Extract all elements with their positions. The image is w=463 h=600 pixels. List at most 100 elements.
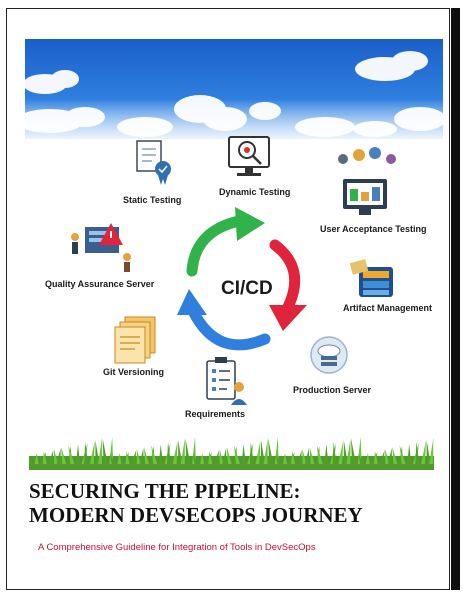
grass-blade <box>263 439 268 464</box>
grass-blade <box>42 451 47 464</box>
requirements-label: Requirements <box>185 409 246 419</box>
grass-blade <box>131 450 137 464</box>
red-cycle-arrow <box>269 239 301 315</box>
grass-blade <box>421 441 426 464</box>
book-subtitle: A Comprehensive Guideline for Integratio… <box>38 542 316 553</box>
grass-blade <box>178 440 183 464</box>
red-arrowhead <box>269 305 307 331</box>
grass-blade <box>415 442 420 464</box>
grass-blade <box>158 444 163 464</box>
title-line-1: SECURING THE PIPELINE: <box>29 479 301 503</box>
production-server-label: Production Server <box>293 385 372 395</box>
grass-blade <box>222 448 227 464</box>
grass-blade <box>358 454 365 464</box>
grass-blade <box>117 453 122 464</box>
cicd-center-label: CI/CD <box>221 278 273 299</box>
artifact-management-icon <box>349 259 393 297</box>
grass-blade <box>324 444 329 464</box>
grass-blade <box>261 440 265 464</box>
quality-assurance-server-label: Quality Assurance Server <box>45 279 155 289</box>
grass-blade <box>226 447 232 464</box>
grass-blade <box>249 442 254 464</box>
grass-blade <box>61 447 67 464</box>
grass-blade <box>185 438 191 464</box>
grass-blade <box>56 448 61 464</box>
grass-blade <box>48 450 54 464</box>
git-versioning-label: Git Versioning <box>103 367 165 377</box>
grass-blade <box>275 454 282 464</box>
grass-strip <box>29 437 434 470</box>
grass-blade <box>296 450 302 464</box>
grass-blade <box>84 442 89 464</box>
green-arrowhead <box>235 207 265 241</box>
grass-blade <box>387 448 392 464</box>
grass-blade <box>136 449 141 464</box>
user-acceptance-testing-icon <box>338 147 396 215</box>
grass-blade <box>379 450 385 464</box>
grass-blade <box>172 441 178 464</box>
grass-blade <box>357 437 362 464</box>
grass-blade <box>407 444 412 464</box>
grass-blade <box>98 439 102 464</box>
grass-blade <box>309 447 315 464</box>
static-testing-icon <box>136 140 171 185</box>
blue-cycle-arrow <box>187 305 271 351</box>
grass-blade <box>346 439 351 464</box>
page-edge-shadow <box>451 8 460 590</box>
grass-blade <box>214 450 219 464</box>
grass-blade <box>274 437 279 464</box>
user-acceptance-testing-label: User Acceptance Testing <box>320 224 427 234</box>
grass-blade <box>426 440 431 464</box>
production-server-icon <box>310 336 348 374</box>
grass-blade <box>102 438 108 464</box>
dynamic-testing-icon <box>228 136 270 176</box>
grass-blade <box>139 448 144 464</box>
grass-blade <box>167 442 171 464</box>
grass-blade <box>125 451 130 464</box>
grass-blade <box>109 437 114 464</box>
grass-blade <box>241 444 246 464</box>
grass-blade <box>343 440 348 464</box>
grass-blade <box>180 439 185 464</box>
grass-blade <box>268 438 274 464</box>
dynamic-testing-label: Dynamic Testing <box>219 187 291 197</box>
grass-blade <box>29 457 33 464</box>
grass-blade <box>302 449 307 464</box>
grass-blade <box>399 445 406 464</box>
requirements-icon <box>206 357 247 405</box>
grass-blade <box>283 453 287 464</box>
grass-blade <box>219 449 224 464</box>
grass-blade <box>200 453 205 464</box>
grass-blade <box>429 439 434 464</box>
blue-arrowhead <box>177 289 207 315</box>
grass-blade <box>234 445 240 464</box>
grass-blade <box>332 442 337 464</box>
grass-blade <box>151 445 158 464</box>
grass-blade <box>392 447 398 464</box>
grass-blade <box>192 454 199 464</box>
grass-blade <box>305 448 309 464</box>
book-cover: Static Testing Dynamic Testing User Acce… <box>6 8 450 590</box>
grass-blade <box>338 441 344 464</box>
grass-blade <box>208 451 213 464</box>
title-line-2: MODERN DEVSECOPS JOURNEY <box>29 503 363 527</box>
grass-blade <box>255 441 261 464</box>
cicd-cycle-diagram <box>71 136 396 405</box>
grass-blade <box>374 451 378 464</box>
grass-blade <box>385 449 390 464</box>
grass-blade <box>95 440 100 464</box>
grass-blade <box>192 437 196 464</box>
grass-blade <box>54 449 58 464</box>
artifact-management-label: Artifact Management <box>343 303 433 313</box>
grass-blade <box>89 441 95 464</box>
grass-blade <box>144 447 149 464</box>
grass-blade <box>109 454 116 464</box>
book-title: SECURING THE PIPELINE: MODERN DEVSECOPS … <box>29 479 449 527</box>
grass-blade <box>291 451 296 464</box>
sky-banner <box>25 39 443 139</box>
grass-blade <box>76 444 80 464</box>
grass-blade <box>316 445 323 464</box>
green-cycle-arrow <box>186 215 245 277</box>
git-versioning-icon <box>114 316 156 364</box>
grass-blade <box>34 453 39 464</box>
